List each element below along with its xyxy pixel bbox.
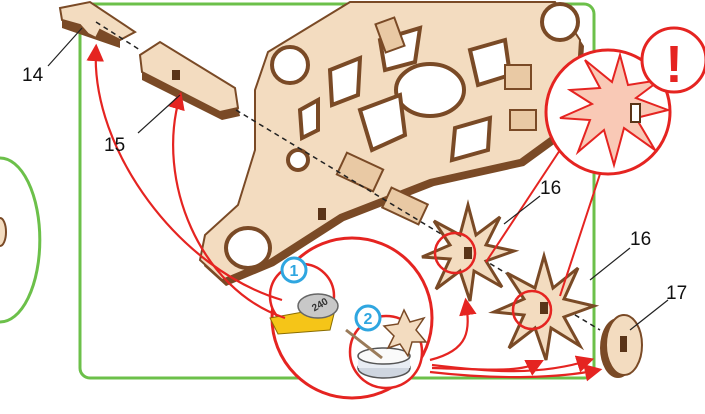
part-label-16-b: 16 xyxy=(630,230,651,249)
part-15 xyxy=(140,42,240,120)
step-badge-2: 2 xyxy=(356,306,380,330)
warning-exclamation: ! xyxy=(665,36,682,94)
step-badge-1-label: 1 xyxy=(290,263,299,280)
part-label-15: 15 xyxy=(104,136,125,155)
part-17 xyxy=(600,315,642,378)
arrow-to-gear-16-a xyxy=(430,302,468,360)
main-plate xyxy=(200,2,584,286)
previous-step-part xyxy=(0,218,6,246)
part-label-16-a: 16 xyxy=(540,179,561,198)
step-badge-2-label: 2 xyxy=(364,311,373,328)
gear-16-b xyxy=(494,256,594,360)
part-14 xyxy=(60,2,135,48)
part-label-17: 17 xyxy=(666,284,687,303)
step-badge-1: 1 xyxy=(282,258,306,282)
part-label-14: 14 xyxy=(22,66,43,85)
